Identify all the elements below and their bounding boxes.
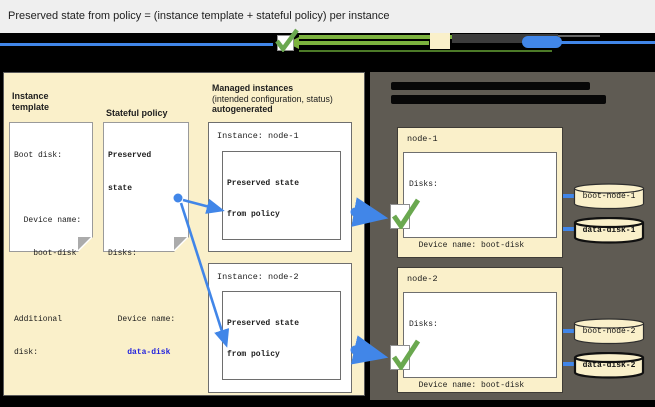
disk-label: data-disk-2 <box>582 361 636 370</box>
cylinder-shape <box>573 352 645 379</box>
disk-label: data-disk-1 <box>582 226 636 235</box>
additional-disk-heading-2: disk: <box>14 347 39 357</box>
autogenerated-swatch <box>430 33 450 49</box>
disks-label: Disks: <box>409 179 438 189</box>
preserved-state-heading-2: from policy <box>227 350 280 360</box>
stateful-policy-card: Preserved state Disks: Device name: data… <box>103 122 189 357</box>
boot-device-label: Device name: <box>14 216 82 226</box>
status-check-icon-node-1 <box>391 198 421 229</box>
preserved-state-heading-2: from policy <box>227 210 280 220</box>
preserved-state-box-node-1: Preserved state from policy Disks: Devic… <box>222 151 342 344</box>
managed-heading-line-1: Managed instances <box>212 83 294 93</box>
boot-device-row: Device name: boot-disk <box>409 381 525 391</box>
legend-green-underline <box>299 50 552 52</box>
policy-device-label: Device name: <box>108 314 176 324</box>
node-title: node-1 <box>407 134 438 144</box>
cylinder-shape <box>573 318 645 345</box>
disk-label: boot-node-1 <box>582 192 636 201</box>
preserved-state-heading-1: Preserved state <box>227 178 300 188</box>
legend-blue-line-right <box>552 41 655 44</box>
additional-disk-heading-1: Additional <box>14 314 63 324</box>
node-disks-box-node-2: Disks: Device name: boot-disk Disk name:… <box>403 292 557 390</box>
managed-heading-line-3: autogenerated <box>212 104 273 115</box>
status-check-icon-node-2 <box>391 339 421 370</box>
instance-template-card: Boot disk: Device name: boot-disk Additi… <box>9 122 93 357</box>
disk-cylinder-boot-node-2: boot-node-2 <box>573 318 645 345</box>
green-arrow-icon <box>299 35 505 39</box>
preserved-state-box-node-2: Preserved state from policy Disks: Devic… <box>222 291 341 380</box>
legend-gray-line <box>558 35 600 37</box>
node-disks-box-node-1: Disks: Device name: boot-disk Disk name:… <box>403 152 557 374</box>
policy-heading-2: state <box>108 184 133 193</box>
disk-label: boot-node-2 <box>582 327 636 336</box>
dogear-icon <box>174 237 187 250</box>
instance-template-label: Instance template <box>12 91 50 112</box>
disk-cylinder-data-disk-1: data-disk-1 <box>573 217 645 244</box>
managed-heading-line-2: (intended configuration, status) <box>212 93 333 104</box>
preserved-state-heading-1: Preserved state <box>227 318 300 328</box>
green-arrow-shaft <box>299 41 429 45</box>
disks-label: Disks: <box>409 319 438 329</box>
boot-device-row: Device name: boot-disk <box>409 241 525 251</box>
vm-heading-redacted-bar-2 <box>391 95 606 104</box>
title-bar: Preserved state from policy = (instance … <box>0 0 655 33</box>
disk-cylinder-data-disk-2: data-disk-2 <box>573 352 645 379</box>
managed-instances-heading: Managed instances (intended configuratio… <box>212 83 364 115</box>
dogear-icon <box>78 237 91 250</box>
instance-title: Instance: node-1 <box>217 131 299 141</box>
vm-heading-redacted-bar-1 <box>391 82 590 90</box>
disk-capsule-icon <box>522 36 562 48</box>
policy-disks-label: Disks: <box>108 249 137 259</box>
legend-band <box>0 28 655 72</box>
check-icon-glyph <box>275 28 299 52</box>
stateful-policy-label: Stateful policy <box>106 108 168 118</box>
page-title: Preserved state from policy = (instance … <box>8 10 390 22</box>
boot-device-value: boot-disk <box>14 249 77 259</box>
legend-blue-line-left <box>0 43 273 46</box>
legend-dark-bar <box>452 34 558 43</box>
policy-heading-1: Preserved <box>108 151 152 160</box>
boot-disk-heading: Boot disk: <box>14 151 63 160</box>
node-title: node-2 <box>407 274 438 284</box>
cylinder-shape <box>573 217 645 244</box>
instance-title: Instance: node-2 <box>217 272 299 282</box>
policy-device-value: data-disk <box>108 347 171 357</box>
cylinder-shape <box>573 183 645 210</box>
disk-cylinder-boot-node-1: boot-node-1 <box>573 183 645 210</box>
